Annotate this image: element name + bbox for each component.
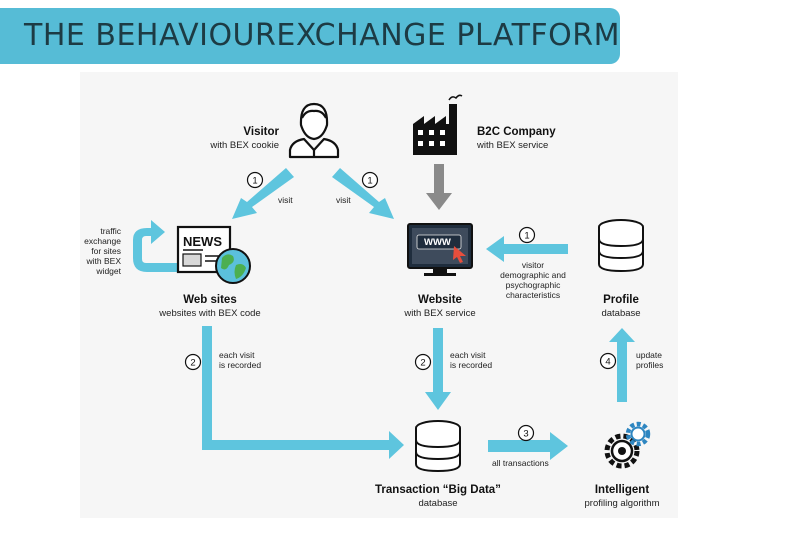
step-num-websites-record: 2 xyxy=(190,358,195,369)
edge-label-visit-right: visit xyxy=(336,195,351,205)
edge-label-update: update profiles xyxy=(636,350,664,370)
arrow-company-to-website xyxy=(426,164,452,210)
news-globe-icon: NEWS xyxy=(176,225,251,284)
edge-label-website-record: each visit is recorded xyxy=(450,350,493,370)
factory-icon xyxy=(413,94,463,155)
arrow-websites-to-bigdata xyxy=(202,326,404,459)
arrow-visitor-to-websites xyxy=(232,168,294,219)
arrow-profile-to-website xyxy=(486,236,568,262)
edge-label-websites-record: each visit is recorded xyxy=(219,350,262,370)
company-subtitle: with BEX service xyxy=(477,140,549,151)
intelligent-subtitle: profiling algorithm xyxy=(584,498,660,509)
arrow-traffic-loop xyxy=(133,220,177,272)
arrow-website-to-bigdata xyxy=(425,328,451,410)
visitor-icon xyxy=(288,102,340,159)
visitor-title: Visitor xyxy=(243,126,279,138)
title-banner: THE BEHAVIOUREXCHANGE PLATFORM xyxy=(0,8,620,64)
step-circles xyxy=(184,171,617,442)
gears-icon xyxy=(604,421,651,469)
step-circle-visit-left xyxy=(246,171,264,189)
websites-title: Web sites xyxy=(183,294,237,306)
edge-label-visit-left: visit xyxy=(278,195,293,205)
edge-label-profile-to-website: visitor demographic and psychographic ch… xyxy=(500,260,566,300)
step-circle-update xyxy=(599,352,617,370)
bigdata-database-icon xyxy=(415,420,461,473)
monitor-icon: WWW xyxy=(407,223,473,276)
step-circle-websites-record xyxy=(184,353,202,371)
profile-title: Profile xyxy=(603,294,639,306)
flow-arrows xyxy=(133,168,635,460)
bigdata-title: Transaction “Big Data” xyxy=(375,484,501,496)
step-num-profile: 1 xyxy=(524,231,529,242)
page-title: THE BEHAVIOUREXCHANGE PLATFORM xyxy=(24,18,621,53)
traffic-exchange-note: traffic exchange for sites with BEX widg… xyxy=(84,226,121,276)
step-num-visit-left: 1 xyxy=(252,176,257,187)
www-icon-text: WWW xyxy=(424,237,451,248)
step-circle-profile xyxy=(518,226,536,244)
step-num-transactions: 3 xyxy=(523,429,528,440)
profile-database-icon xyxy=(598,219,644,273)
company-title: B2C Company xyxy=(477,126,556,138)
news-icon-text: NEWS xyxy=(183,234,222,249)
step-circle-transactions xyxy=(517,424,535,442)
profile-subtitle: database xyxy=(601,308,641,319)
arrow-intelligent-to-profile xyxy=(609,328,635,402)
arrow-visitor-to-website xyxy=(332,168,394,219)
websites-subtitle: websites with BEX code xyxy=(159,308,261,319)
website-subtitle: with BEX service xyxy=(404,308,476,319)
step-num-visit-right: 1 xyxy=(367,176,372,187)
edge-label-transactions: all transactions xyxy=(492,458,549,468)
step-num-website-record: 2 xyxy=(420,358,425,369)
intelligent-title: Intelligent xyxy=(594,484,650,496)
step-circle-visit-right xyxy=(361,171,379,189)
website-title: Website xyxy=(418,294,462,306)
visitor-subtitle: with BEX cookie xyxy=(210,140,279,151)
step-num-update: 4 xyxy=(605,357,610,368)
bigdata-subtitle: database xyxy=(418,498,458,509)
step-circle-website-record xyxy=(414,353,432,371)
arrow-bigdata-to-intelligent xyxy=(488,432,568,460)
